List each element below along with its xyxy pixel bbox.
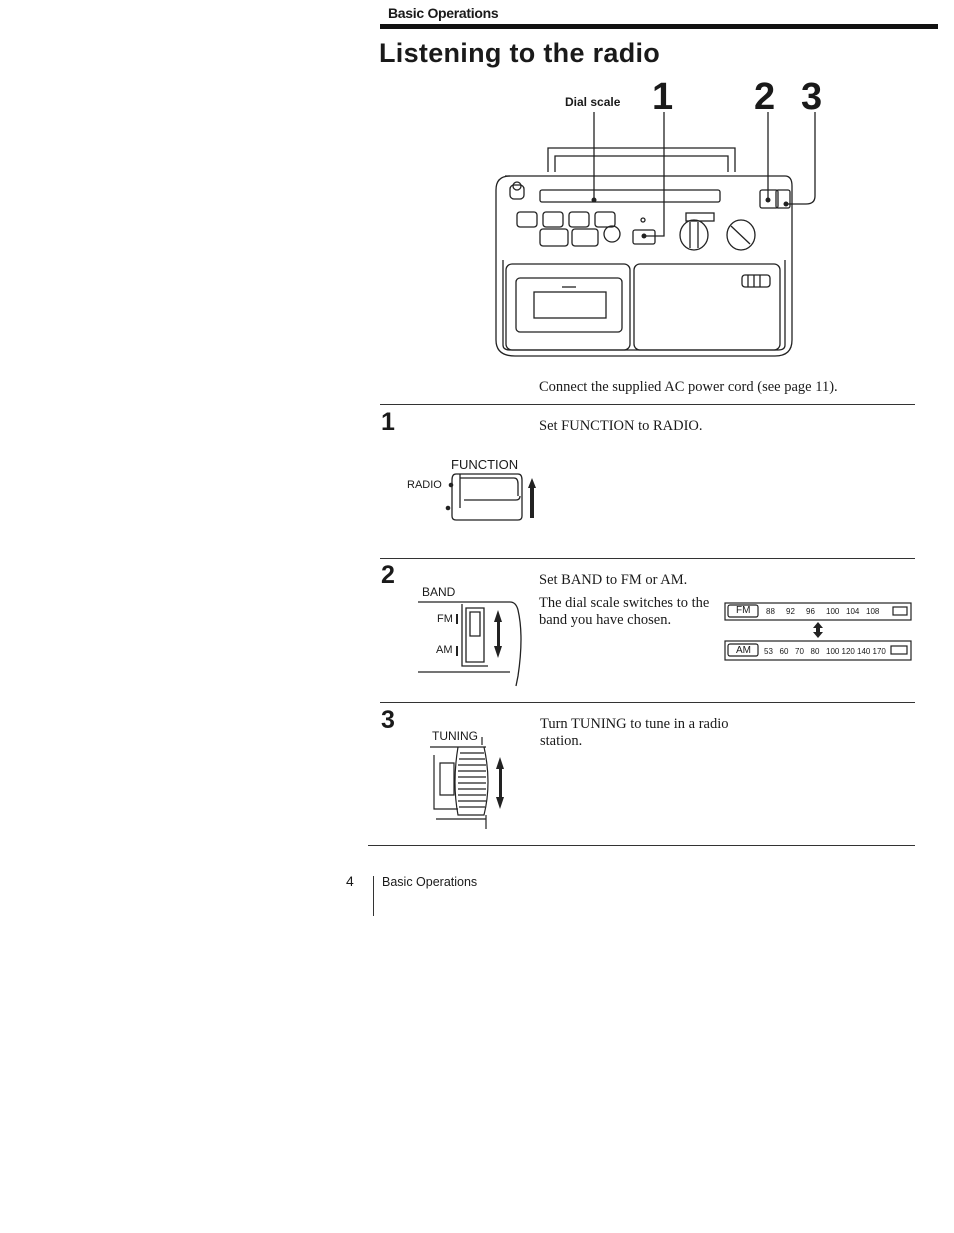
callout-1: 1 — [652, 76, 674, 118]
scale-mark: 60 — [779, 647, 789, 656]
step-3-number: 3 — [381, 706, 395, 734]
scale-mark: 96 — [806, 607, 815, 616]
function-label: FUNCTION — [451, 457, 519, 472]
divider — [380, 558, 915, 559]
intro-text: Connect the supplied AC power cord (see … — [539, 379, 838, 395]
divider — [380, 702, 915, 703]
step-2-text: Set BAND to FM or AM. — [539, 572, 688, 588]
scale-mark: 100 — [826, 647, 840, 656]
step-2-number: 2 — [381, 561, 395, 589]
scale-mark: 88 — [766, 607, 775, 616]
scale-mark: 80 — [810, 647, 820, 656]
scale-mark: 120 — [841, 647, 855, 656]
divider — [380, 404, 915, 405]
footer-divider — [373, 876, 374, 916]
section-label: Basic Operations — [388, 5, 499, 21]
fm-scale-label: FM — [736, 605, 751, 616]
callout-2: 2 — [754, 76, 776, 118]
band-switch-illustration — [418, 601, 522, 687]
function-switch-illustration — [445, 473, 536, 521]
scale-mark: 140 — [857, 647, 871, 656]
step-2-note-line-2: band you have chosen. — [539, 612, 672, 628]
am-scale-label: AM — [736, 645, 751, 656]
radio-cassette-illustration — [495, 112, 816, 357]
step-2-note-line-1: The dial scale switches to the — [539, 595, 710, 611]
step-3-text-line-1: Turn TUNING to tune in a radio — [540, 716, 729, 732]
radio-label: RADIO — [407, 479, 442, 491]
footer-page-number: 4 — [346, 873, 354, 889]
tuning-dial-illustration — [430, 737, 504, 829]
scale-mark: 108 — [866, 607, 880, 616]
fm-label: FM — [437, 613, 453, 625]
callout-3: 3 — [801, 76, 823, 118]
scale-mark: 100 — [826, 607, 840, 616]
scale-mark: 170 — [872, 647, 886, 656]
scale-mark: 104 — [846, 607, 860, 616]
scale-mark: 53 — [764, 647, 773, 656]
dial-scale-diagram — [724, 602, 912, 661]
step-1-text: Set FUNCTION to RADIO. — [539, 418, 703, 434]
am-label: AM — [436, 644, 453, 656]
step-3-text-line-2: station. — [540, 733, 583, 749]
page-title: Listening to the radio — [379, 38, 661, 68]
dial-scale-label: Dial scale — [565, 95, 621, 109]
scale-mark: 70 — [795, 647, 804, 656]
footer-section: Basic Operations — [382, 875, 478, 889]
step-1-number: 1 — [381, 408, 395, 436]
band-label: BAND — [422, 585, 456, 599]
divider — [368, 845, 915, 846]
scale-mark: 92 — [786, 607, 795, 616]
header-rule — [380, 24, 938, 29]
tuning-label: TUNING — [432, 729, 478, 743]
